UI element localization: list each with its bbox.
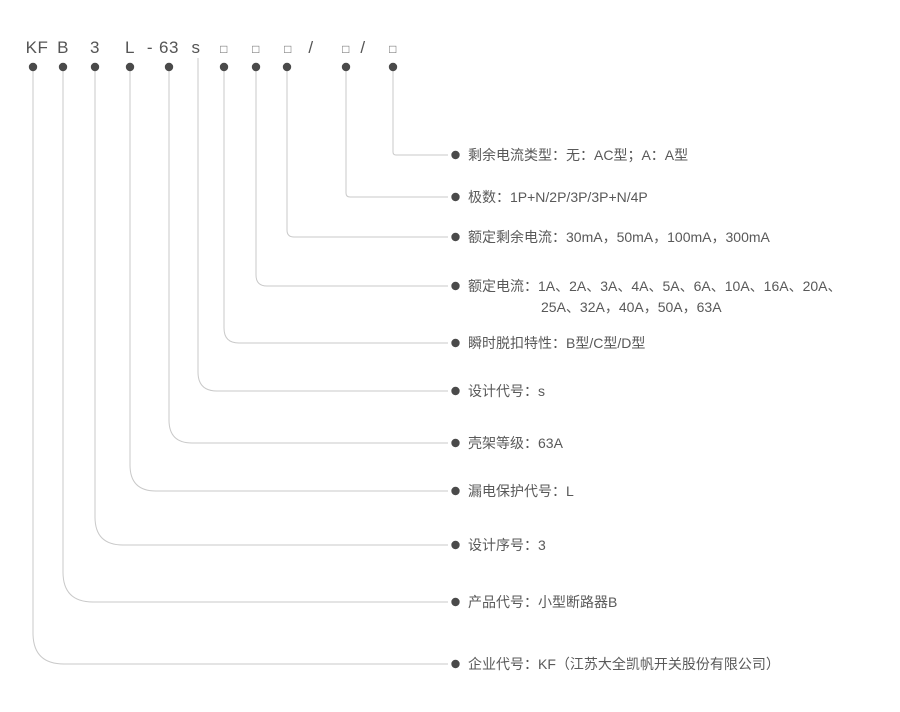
connector-s [197, 58, 460, 396]
label-text: 设计序号：3 [468, 537, 546, 553]
label-text: 额定电流：1A、2A、3A、4A、5A、6A、10A、16A、20A、 [468, 278, 842, 294]
code-seg-b: B [57, 38, 69, 57]
label-bullet [451, 338, 460, 348]
label-text: 极数：1P+N/2P/3P/3P+N/4P [468, 189, 648, 205]
code-dot [341, 62, 351, 72]
connector-63 [164, 62, 460, 448]
label-bullet [451, 232, 460, 242]
label-bullet [451, 659, 460, 669]
code-seg-box-3: □ [284, 42, 292, 56]
code-seg-slash-2: / [360, 38, 366, 57]
label-instantaneous-tripping: 瞬时脱扣特性：B型/C型/D型 [468, 333, 645, 353]
connector-box-4 [341, 62, 460, 202]
model-code-row: KF B 3 L - 63 s □ □ □ / □ / □ [0, 0, 900, 60]
label-rated-current: 额定电流：1A、2A、3A、4A、5A、6A、10A、16A、20A、 25A、… [468, 276, 841, 318]
connector-box-5 [388, 62, 460, 160]
code-dot [28, 62, 38, 72]
code-dot [58, 62, 68, 72]
label-text: 产品代号：小型断路器B [468, 594, 618, 610]
label-bullet [451, 192, 460, 202]
code-dot [251, 62, 261, 72]
label-text: 额定剩余电流：30mA，50mA，100mA，300mA [468, 229, 770, 245]
code-seg-box-5: □ [389, 42, 397, 56]
code-dot [388, 62, 398, 72]
code-dot [164, 62, 174, 72]
code-seg-s: s [191, 38, 201, 57]
code-dot [282, 62, 292, 72]
label-text: 漏电保护代号：L [468, 483, 574, 499]
label-bullet [451, 281, 460, 291]
label-bullet [451, 597, 460, 607]
code-seg-63: 63 [159, 38, 179, 57]
code-seg-kf: KF [25, 38, 49, 57]
label-text: 设计代号：s [468, 383, 545, 399]
code-dot [125, 62, 135, 72]
label-bullet [451, 150, 460, 160]
label-enterprise-code: 企业代号：KF（江苏大全凯帆开关股份有限公司） [468, 654, 780, 674]
label-bullet [451, 438, 460, 448]
code-seg-box-1: □ [220, 42, 228, 56]
label-product-code: 产品代号：小型断路器B [468, 592, 617, 612]
code-dot [90, 62, 100, 72]
code-seg-box-2: □ [252, 42, 260, 56]
code-seg-slash-1: / [308, 38, 314, 57]
code-seg-box-4: □ [342, 42, 350, 56]
label-design-code: 设计代号：s [468, 381, 545, 401]
label-residual-current-type: 剩余电流类型：无：AC型；A：A型 [468, 145, 688, 165]
connector-box-2 [251, 62, 460, 291]
connector-l [125, 62, 460, 496]
label-text: 企业代号：KF（江苏大全凯帆开关股份有限公司） [468, 656, 780, 672]
connector-kf [28, 62, 460, 669]
connector-b [58, 62, 460, 607]
connector-box-1 [219, 62, 460, 348]
label-text: 瞬时脱扣特性：B型/C型/D型 [468, 335, 646, 351]
label-frame-rating: 壳架等级：63A [468, 433, 563, 453]
connector-3 [90, 62, 460, 550]
label-text-continued: 25A、32A，40A，50A，63A [541, 299, 722, 315]
label-design-serial: 设计序号：3 [468, 535, 546, 555]
label-poles: 极数：1P+N/2P/3P/3P+N/4P [468, 187, 648, 207]
label-bullet [451, 486, 460, 496]
code-seg-l: L [125, 38, 135, 57]
label-text: 剩余电流类型：无：AC型；A：A型 [468, 147, 689, 163]
code-seg-dash: - [146, 38, 154, 57]
code-dot [219, 62, 229, 72]
code-seg-3: 3 [90, 38, 100, 57]
label-leakage-protection-code: 漏电保护代号：L [468, 481, 574, 501]
label-bullet [451, 386, 460, 396]
connector-box-3 [282, 62, 460, 242]
label-rated-residual-current: 额定剩余电流：30mA，50mA，100mA，300mA [468, 227, 770, 247]
label-bullet [451, 540, 460, 550]
label-text: 壳架等级：63A [468, 435, 563, 451]
